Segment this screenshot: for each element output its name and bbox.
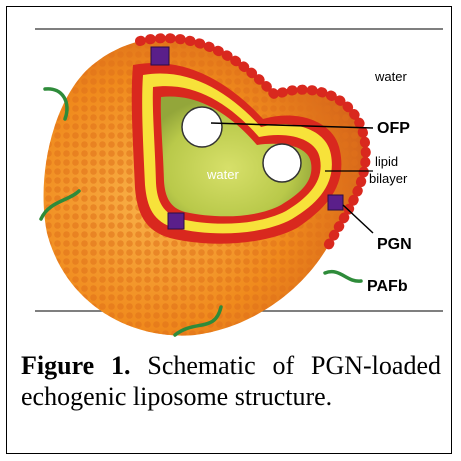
water-outer-label: water — [374, 69, 407, 84]
bilayer-label: bilayer — [369, 171, 408, 186]
ofp-label: OFP — [377, 120, 410, 137]
caption-label: Figure 1. — [21, 351, 131, 380]
ofp-bubble-2 — [263, 144, 301, 182]
pgn-label: PGN — [377, 236, 412, 253]
water-inner-label: water — [206, 167, 239, 182]
pafb-label: PAFb — [367, 278, 408, 295]
figure-frame: water OFP water lipid bilayer PGN PAFb F… — [6, 6, 452, 454]
pgn-cube-2 — [168, 213, 184, 229]
lipid-label: lipid — [375, 154, 398, 169]
figure-caption: Figure 1. Schematic of PGN-loaded echoge… — [21, 350, 441, 412]
pgn-cube-1 — [151, 47, 169, 65]
pgn-cube-3 — [328, 195, 343, 210]
liposome-diagram: water OFP water lipid bilayer PGN PAFb — [35, 23, 443, 341]
pafb-strand-4 — [325, 272, 361, 282]
ofp-bubble-1 — [182, 107, 222, 147]
